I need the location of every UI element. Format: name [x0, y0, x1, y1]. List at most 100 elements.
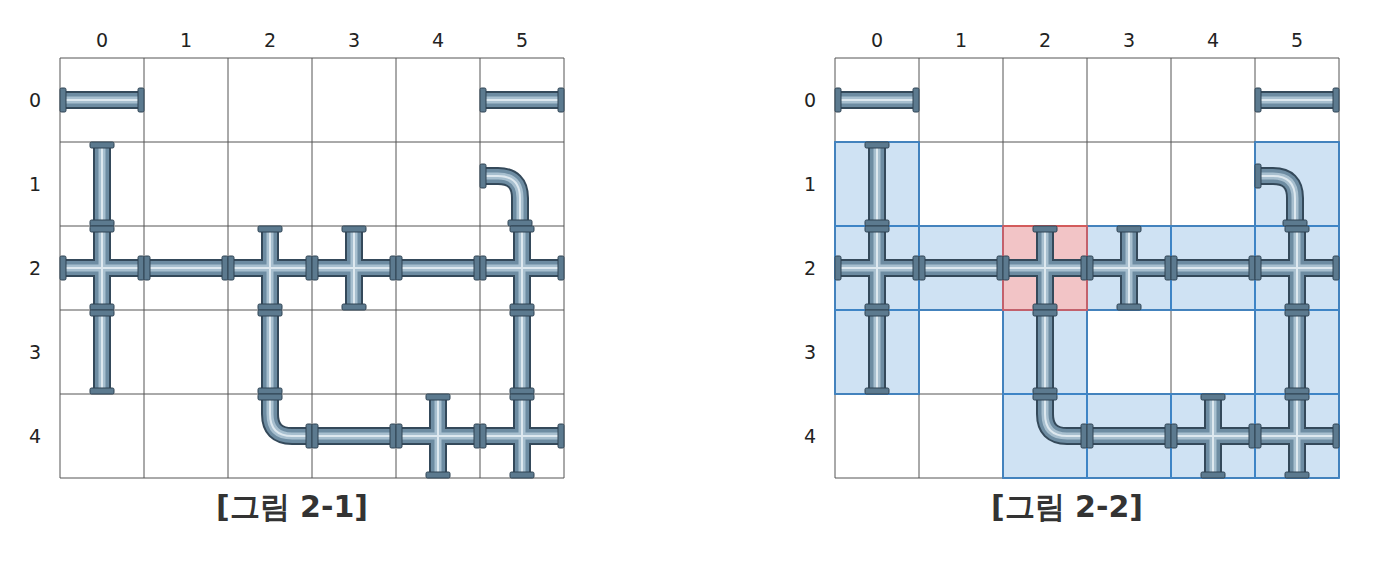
grid-line	[60, 310, 564, 311]
pipe-flange	[1117, 304, 1141, 310]
pipe-flange	[1171, 256, 1177, 280]
pipe	[1033, 310, 1057, 394]
column-number: 3	[1123, 29, 1135, 51]
pipe	[228, 226, 312, 310]
highlight-border	[835, 142, 919, 226]
pipe	[480, 164, 532, 226]
pipe-flange	[258, 394, 282, 400]
pipe-flange	[138, 256, 144, 280]
pipe	[510, 310, 534, 394]
pipe-flange	[258, 226, 282, 232]
pipe-flange	[1081, 424, 1087, 448]
pipe-flange	[60, 88, 66, 112]
column-number: 5	[516, 29, 528, 51]
pipe-flange	[1285, 388, 1309, 394]
pipe	[480, 226, 564, 310]
pipe-flange	[510, 394, 534, 400]
highlight-border	[1087, 394, 1171, 478]
pipe	[1255, 88, 1339, 112]
pipe-flange	[258, 304, 282, 310]
pipe-flange	[865, 220, 889, 226]
column-number: 1	[180, 29, 192, 51]
pipe-flange	[258, 388, 282, 394]
pipe	[835, 88, 919, 112]
pipe-flange	[426, 394, 450, 400]
pipe	[1171, 256, 1255, 280]
column-number: 4	[432, 29, 444, 51]
pipe	[396, 256, 480, 280]
pipe-flange	[474, 256, 480, 280]
pipe	[865, 142, 889, 226]
pipe-flange	[997, 256, 1003, 280]
pipe-flange	[90, 388, 114, 394]
column-number: 2	[1039, 29, 1051, 51]
column-number: 4	[1207, 29, 1219, 51]
pipe-flange	[480, 424, 486, 448]
pipe-flange	[258, 310, 282, 316]
pipe-flange	[1003, 256, 1009, 280]
pipe-flange	[1333, 88, 1339, 112]
pipe-flange	[396, 424, 402, 448]
pipe-flange	[390, 424, 396, 448]
pipe-flange	[510, 226, 534, 232]
pipe-flange	[90, 142, 114, 148]
pipe-flange	[426, 472, 450, 478]
row-number: 0	[29, 89, 41, 111]
pipe-flange	[138, 88, 144, 112]
pipe-flange	[474, 424, 480, 448]
pipe	[258, 394, 312, 448]
pipe-flange	[919, 256, 925, 280]
highlight-border	[1255, 226, 1339, 310]
pipe-flange	[913, 256, 919, 280]
highlight-cell	[1255, 310, 1339, 394]
pipe-flange	[510, 472, 534, 478]
pipe-flange	[1201, 394, 1225, 400]
pipe-flange	[306, 424, 312, 448]
highlight-cell	[1171, 394, 1255, 478]
pipe-flange	[1033, 394, 1057, 400]
row-number: 4	[804, 425, 816, 447]
pipe	[1255, 226, 1339, 310]
pipe-flange	[1249, 256, 1255, 280]
pipe-flange	[558, 88, 564, 112]
highlight-border	[835, 226, 919, 310]
pipe-flange	[558, 424, 564, 448]
pipe-flange	[865, 388, 889, 394]
pipe-flange	[1285, 226, 1309, 232]
pipe-flange	[480, 88, 486, 112]
row-number: 3	[29, 341, 41, 363]
column-number: 3	[348, 29, 360, 51]
pipe-flange	[1333, 256, 1339, 280]
row-number: 3	[804, 341, 816, 363]
highlight-cell	[1255, 142, 1339, 226]
pipe-flange	[1255, 88, 1261, 112]
row-number: 2	[29, 257, 41, 279]
pipe-flange	[1255, 424, 1261, 448]
highlight-border	[1255, 142, 1339, 226]
selected-border	[1003, 226, 1087, 310]
highlight-cell	[835, 142, 919, 226]
highlight-cell	[1087, 226, 1171, 310]
pipe-flange	[396, 256, 402, 280]
highlight-border	[1255, 310, 1339, 394]
pipe-flange	[1087, 424, 1093, 448]
pipe-flange	[1285, 472, 1309, 478]
pipe-flange	[1285, 394, 1309, 400]
row-number: 4	[29, 425, 41, 447]
pipe-flange	[1283, 220, 1307, 226]
row-number: 2	[804, 257, 816, 279]
highlight-border	[1087, 226, 1171, 310]
highlight-cell	[1255, 226, 1339, 310]
pipe-flange	[312, 256, 318, 280]
pipe	[1087, 424, 1171, 448]
pipe	[480, 88, 564, 112]
pipe	[396, 394, 480, 478]
highlight-border	[919, 226, 1003, 310]
pipe-flange	[480, 164, 486, 188]
pipe-flange	[835, 256, 841, 280]
pipe-flange	[865, 310, 889, 316]
grid-line	[60, 58, 564, 59]
highlight-cell	[1087, 394, 1171, 478]
pipe	[60, 88, 144, 112]
